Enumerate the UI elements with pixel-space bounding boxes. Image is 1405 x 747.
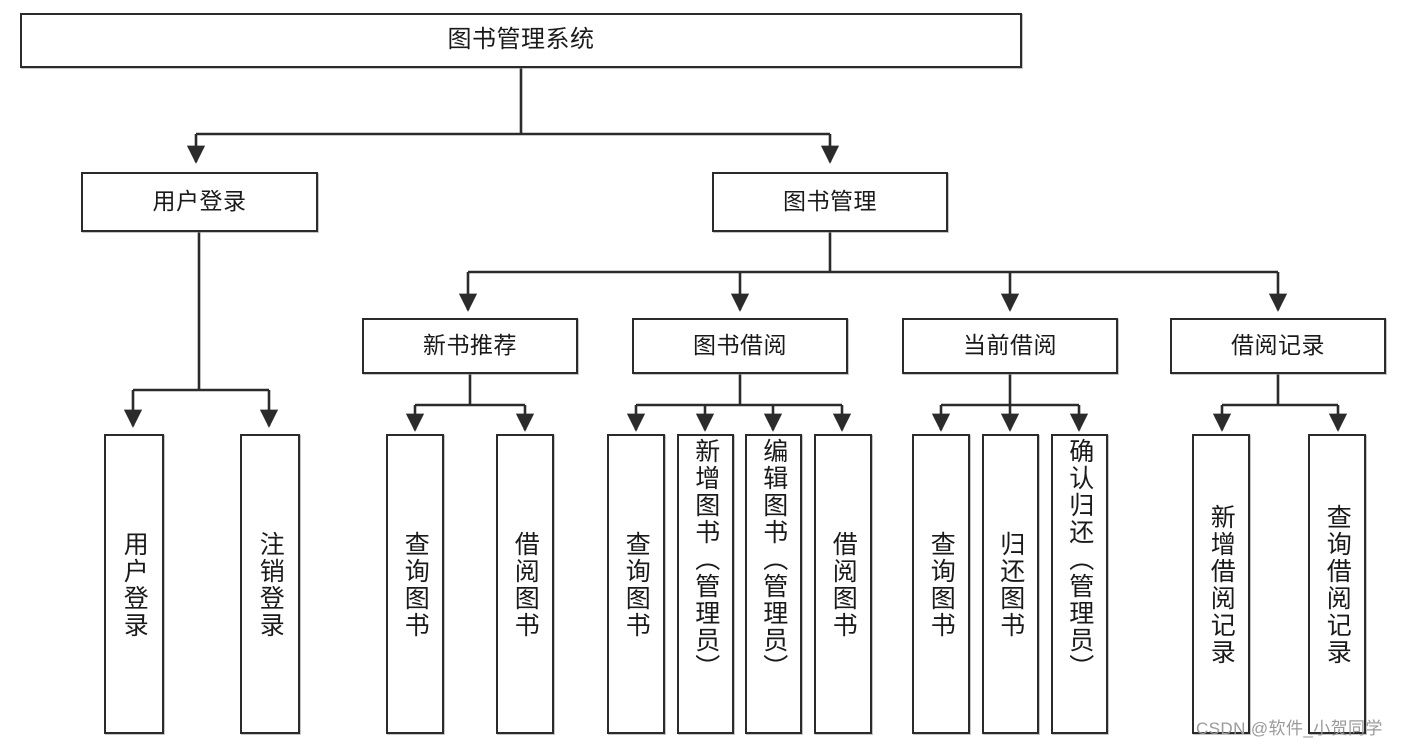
node-label: 借阅图书 (511, 531, 540, 639)
node-label: 查询图书 (622, 531, 651, 639)
node-book-borrow[interactable]: 图书借阅 (632, 318, 848, 374)
node-new-book-recommend[interactable]: 新书推荐 (362, 318, 578, 374)
leaf-query-borrow-record[interactable]: 查询借阅记录 (1308, 434, 1366, 734)
leaf-user-logout[interactable]: 注销登录 (240, 434, 300, 734)
leaf-add-book-admin[interactable]: 新增图书（管理员） (677, 434, 734, 734)
node-root-book-management-system[interactable]: 图书管理系统 (20, 13, 1022, 68)
node-label: 查询图书 (927, 531, 956, 639)
node-user-login[interactable]: 用户登录 (81, 172, 318, 232)
leaf-confirm-return-admin[interactable]: 确认归还（管理员） (1051, 434, 1108, 734)
leaf-borrow-book-recommend[interactable]: 借阅图书 (496, 434, 554, 734)
node-borrow-record[interactable]: 借阅记录 (1170, 318, 1386, 374)
node-label: 查询借阅记录 (1323, 504, 1352, 666)
node-label: 借阅记录 (1231, 332, 1325, 359)
node-current-borrow[interactable]: 当前借阅 (902, 318, 1118, 374)
leaf-borrow-book[interactable]: 借阅图书 (814, 434, 872, 734)
leaf-return-book[interactable]: 归还图书 (982, 434, 1039, 734)
csdn-watermark: CSDN @软件_小贺同学 (1196, 719, 1383, 738)
node-label: 用户登录 (152, 188, 247, 215)
node-label: 借阅图书 (829, 531, 858, 639)
leaf-query-book-current[interactable]: 查询图书 (912, 434, 970, 734)
leaf-user-login[interactable]: 用户登录 (104, 434, 164, 734)
leaf-query-book-recommend[interactable]: 查询图书 (386, 434, 444, 734)
node-label: 图书借阅 (693, 332, 787, 359)
node-label: 图书管理 (783, 188, 877, 215)
node-label: 查询图书 (401, 531, 430, 639)
node-label: 新增图书（管理员） (691, 438, 720, 681)
node-label: 新书推荐 (423, 332, 517, 359)
node-label: 确认归还（管理员） (1065, 438, 1094, 681)
node-book-management[interactable]: 图书管理 (712, 172, 948, 232)
node-label: 用户登录 (120, 531, 149, 639)
leaf-add-borrow-record[interactable]: 新增借阅记录 (1192, 434, 1250, 734)
leaf-edit-book-admin[interactable]: 编辑图书（管理员） (745, 434, 802, 734)
node-label: 图书管理系统 (447, 26, 595, 54)
node-label: 新增借阅记录 (1207, 504, 1236, 666)
leaf-query-book-borrow[interactable]: 查询图书 (607, 434, 665, 734)
node-label: 编辑图书（管理员） (759, 438, 788, 681)
node-label: 注销登录 (256, 531, 285, 639)
node-label: 归还图书 (996, 531, 1025, 639)
node-label: 当前借阅 (963, 332, 1057, 359)
